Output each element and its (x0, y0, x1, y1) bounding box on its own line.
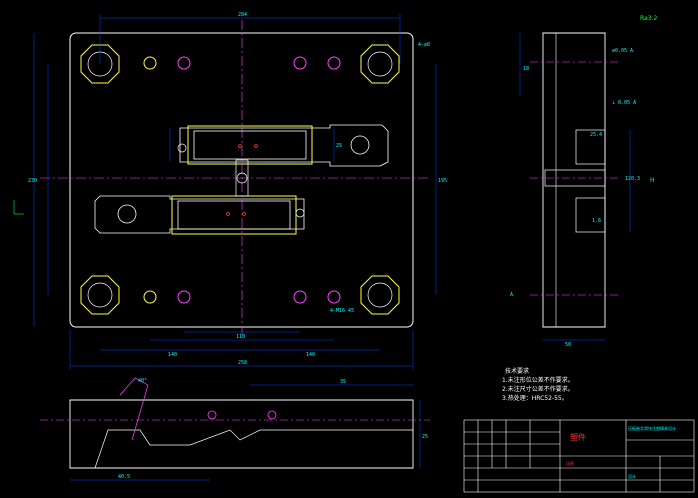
dim-overall-height: 230 (28, 178, 37, 184)
side-perp-b: ⊥ 0.05 A (612, 100, 636, 106)
bolt-octagon-top-right (360, 44, 400, 84)
side-dim-height: 120.3 (625, 176, 640, 182)
tech-req-title: 技术要求 (505, 367, 529, 375)
section-view: 40.5 35 25 40° (40, 377, 430, 481)
side-view: 120.3 18 ∅0.05 A ⊥ 0.05 A 25.4 1.6 50 A … (510, 32, 655, 348)
title-block-scale: 比例 (566, 460, 574, 466)
dim-lower-width1: 140 (168, 352, 177, 358)
title-block-material: 塑件 (570, 432, 586, 442)
bolt-hole-top-right (367, 51, 393, 77)
pin-hole-5 (327, 56, 341, 70)
section-dim-top: 35 (340, 379, 346, 385)
tech-req-item-2: 2.未注尺寸公差不作要求。 (502, 385, 574, 393)
side-dim-f: 50 (565, 342, 571, 348)
tech-req-item-3: 3.热处理：HRC52-55。 (502, 394, 568, 402)
dim-inner-width: 110 (236, 334, 245, 340)
section-dim-length: 40.5 (118, 474, 130, 480)
pin-hole-8 (327, 290, 341, 304)
title-block (463, 419, 695, 493)
section-label-h: H (650, 177, 655, 184)
title-block-drawing-title: 压板抽芯滑块注塑模具设计 (628, 425, 676, 431)
section-angle: 40° (138, 378, 147, 384)
pin-hole-6 (177, 290, 191, 304)
dim-slot-height: 25 (336, 143, 342, 149)
dim-pin-holes: 4-∅8 (418, 42, 430, 48)
lower-slider (94, 195, 305, 235)
bolt-octagon-bottom-left (80, 275, 120, 315)
dim-right-height: 195 (438, 178, 447, 184)
pin-hole-2 (143, 290, 157, 304)
tech-req-item-1: 1.未注形位公差不作要求。 (502, 376, 574, 384)
title-block-company: 设计 (628, 473, 636, 479)
pin-hole-1 (143, 56, 157, 70)
sprue (235, 159, 249, 197)
top-plate-outline (69, 32, 414, 328)
side-dim-width: 18 (523, 66, 529, 72)
bolt-octagon-bottom-right (360, 275, 400, 315)
bolt-hole-bottom-right (367, 282, 393, 308)
dim-bolt-holes: 4-M16 45 (330, 308, 354, 314)
upper-slider (177, 124, 389, 167)
tech-requirements: 技术要求 1.未注形位公差不作要求。 2.未注尺寸公差不作要求。 3.热处理：H… (502, 367, 574, 402)
top-view: 284 258 230 195 110 140 140 25 4-∅8 4-M1… (13, 12, 447, 370)
section-dim-height: 25 (422, 434, 428, 440)
side-dim-e: 1.6 (592, 218, 601, 224)
dim-overall-width: 258 (238, 360, 247, 366)
bolt-hole-bottom-left (87, 282, 113, 308)
pin-hole-3 (177, 56, 191, 70)
dim-lower-width2: 140 (306, 352, 315, 358)
side-flatness-a: ∅0.05 A (612, 48, 633, 54)
bolt-octagon-top-left (80, 44, 120, 84)
side-dim-c: 25.4 (590, 132, 602, 138)
dim-top-width: 284 (238, 12, 247, 18)
pin-hole-7 (293, 290, 307, 304)
pin-hole-4 (293, 56, 307, 70)
roughness-symbol: Ra3.2 (640, 15, 657, 22)
side-ref-a: A (510, 292, 513, 298)
